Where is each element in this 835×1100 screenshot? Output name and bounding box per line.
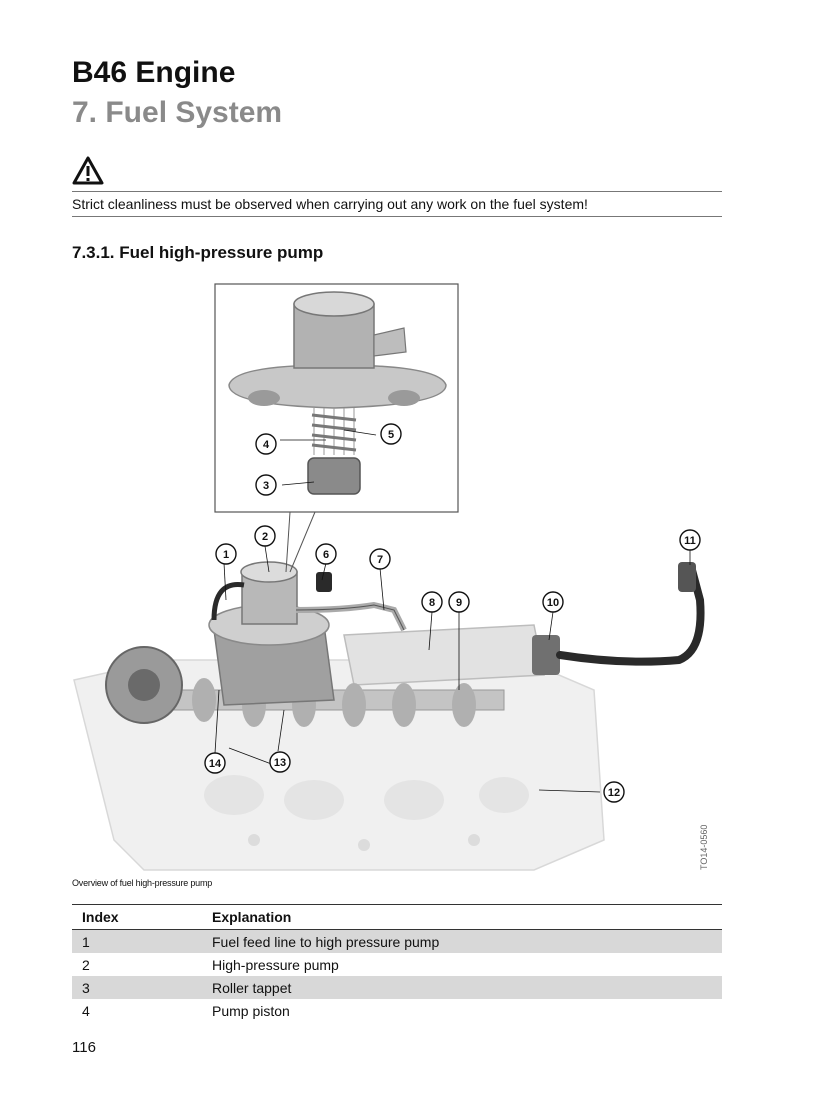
callout-6: 6 <box>315 543 337 565</box>
svg-text:1: 1 <box>223 549 229 561</box>
callout-8: 8 <box>421 591 443 613</box>
section-heading: 7.3.1. Fuel high-pressure pump <box>72 243 324 262</box>
page-subtitle: 7. Fuel System <box>72 96 283 129</box>
detail-inset <box>214 283 459 573</box>
svg-text:11: 11 <box>684 535 696 547</box>
row-index: 3 <box>72 976 202 999</box>
row-explanation: Fuel feed line to high pressure pump <box>202 929 722 953</box>
callout-10: 10 <box>542 591 564 613</box>
pump-illustration: 1 2 3 4 5 6 7 8 9 10 11 12 13 14 TO14-05… <box>73 283 709 871</box>
svg-text:5: 5 <box>388 429 394 441</box>
callout-9: 9 <box>448 591 470 613</box>
warning-text: Strict cleanliness must be observed when… <box>72 196 588 212</box>
svg-text:10: 10 <box>547 597 559 609</box>
row-index: 1 <box>72 929 202 953</box>
callout-13: 13 <box>269 751 291 773</box>
figure-caption: Overview of fuel high-pressure pump <box>72 878 213 888</box>
warning-top-rule <box>72 191 722 192</box>
callout-4: 4 <box>255 433 277 455</box>
svg-text:13: 13 <box>274 757 286 769</box>
index-table: Index Explanation 1 Fuel feed line to hi… <box>72 904 722 1022</box>
svg-text:6: 6 <box>323 549 329 561</box>
callout-3: 3 <box>255 474 277 496</box>
svg-text:4: 4 <box>263 439 270 451</box>
table-row: 2 High-pressure pump <box>72 953 722 976</box>
pump-main <box>208 561 407 706</box>
svg-text:3: 3 <box>263 480 269 492</box>
callout-14: 14 <box>204 752 226 774</box>
table-header-row: Index Explanation <box>72 904 722 930</box>
svg-text:9: 9 <box>456 597 462 609</box>
row-explanation: High-pressure pump <box>212 956 339 973</box>
svg-text:2: 2 <box>262 531 268 543</box>
svg-text:14: 14 <box>209 758 222 770</box>
callout-marks: 1 2 3 4 5 6 7 8 9 10 11 12 13 14 <box>204 423 701 803</box>
warning-bottom-rule <box>72 216 722 217</box>
svg-text:12: 12 <box>608 787 620 799</box>
callout-5: 5 <box>380 423 402 445</box>
callout-2: 2 <box>254 525 276 547</box>
row-explanation: Roller tappet <box>202 976 722 999</box>
page-title: B46 Engine <box>72 56 236 89</box>
callout-11: 11 <box>679 529 701 551</box>
page-number: 116 <box>72 1039 96 1056</box>
svg-text:8: 8 <box>429 597 435 609</box>
callout-7: 7 <box>369 548 391 570</box>
callout-12: 12 <box>603 781 625 803</box>
row-explanation: Pump piston <box>212 1002 290 1019</box>
column-header-explanation: Explanation <box>202 904 722 930</box>
figure-code: TO14-0560 <box>699 825 709 870</box>
warning-triangle-icon <box>72 156 104 185</box>
column-header-index: Index <box>72 904 202 930</box>
fuel-rail <box>343 562 705 686</box>
table-row: 4 Pump piston <box>72 999 722 1022</box>
row-index: 2 <box>82 956 90 973</box>
callout-1: 1 <box>215 543 237 565</box>
table-row: 1 Fuel feed line to high pressure pump <box>72 929 722 953</box>
row-index: 4 <box>82 1002 90 1019</box>
svg-text:7: 7 <box>377 554 383 566</box>
table-row: 3 Roller tappet <box>72 976 722 999</box>
